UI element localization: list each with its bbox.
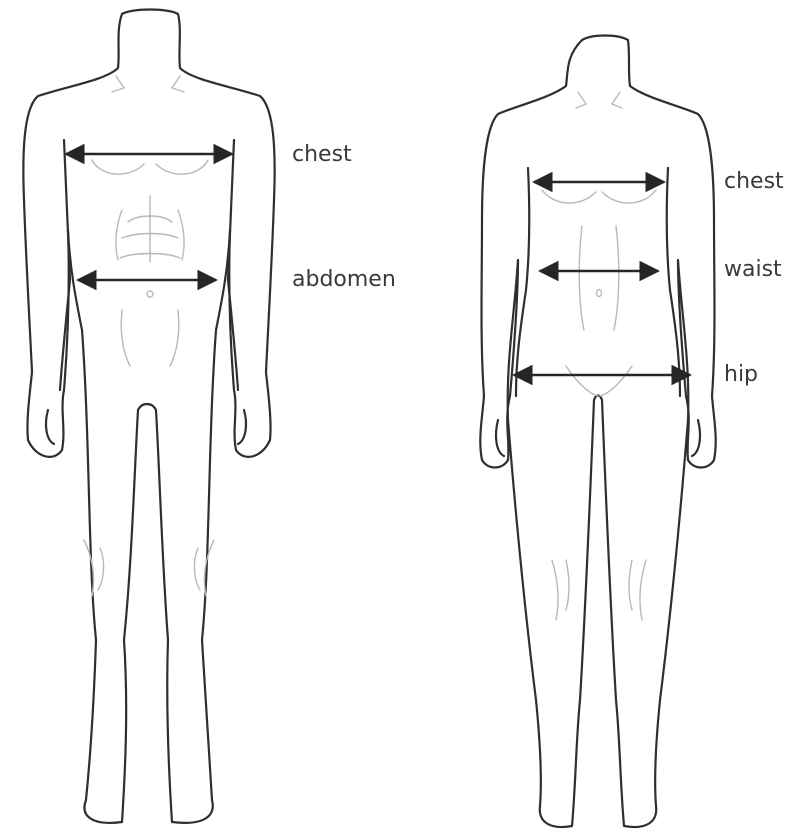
male-navel <box>147 291 153 297</box>
female-groin-lines <box>566 366 632 396</box>
female-hip-label: hip <box>724 364 758 386</box>
male-collarbone-left <box>112 76 124 92</box>
female-waist-label: waist <box>724 259 782 281</box>
female-torso-lines <box>579 226 619 330</box>
male-left-arm-inner <box>60 140 70 390</box>
male-pec-right <box>156 160 208 174</box>
female-bust-left <box>542 190 596 203</box>
male-chest-label: chest <box>292 144 352 166</box>
male-right-arm-inner <box>228 140 238 390</box>
male-abdomen-label: abdomen <box>292 269 396 291</box>
male-knee-right <box>194 540 214 596</box>
female-knee-left <box>552 560 569 620</box>
female-collarbone-right <box>612 92 622 108</box>
male-body-outline <box>23 10 274 823</box>
male-abs <box>116 196 184 262</box>
male-groin-lines <box>121 310 178 366</box>
female-figure <box>480 36 715 828</box>
male-right-thumb <box>238 410 246 444</box>
female-right-thumb <box>692 420 700 456</box>
female-left-thumb <box>496 420 504 456</box>
female-chest-label: chest <box>724 171 784 193</box>
female-knee-right <box>629 560 646 620</box>
male-knee-left <box>84 540 104 596</box>
female-navel <box>597 290 602 297</box>
male-collarbone-right <box>172 76 184 92</box>
male-figure <box>23 10 274 823</box>
female-bust-right <box>602 190 656 203</box>
male-left-thumb <box>46 410 54 444</box>
female-body-outline <box>480 36 715 828</box>
male-pec-left <box>92 160 144 174</box>
female-collarbone-left <box>576 92 586 108</box>
